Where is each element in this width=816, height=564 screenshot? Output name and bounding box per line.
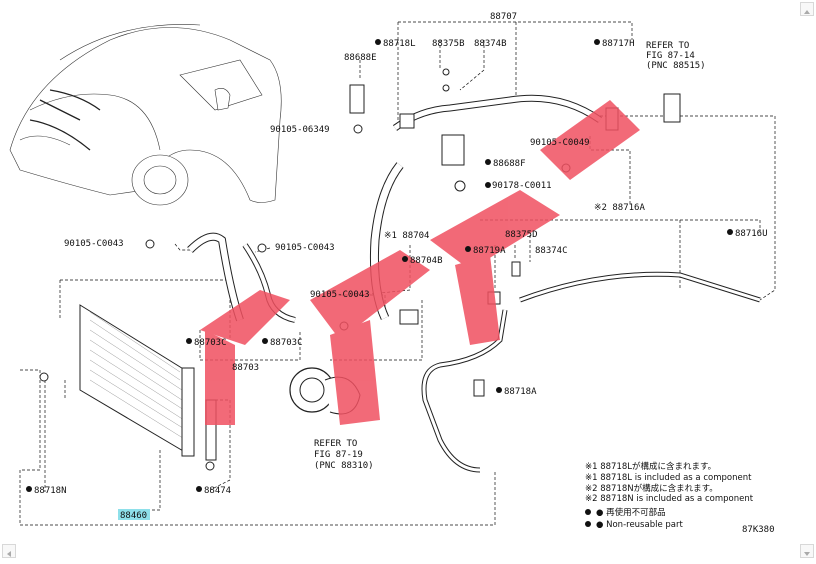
label-88716A: ※2 88716A [594, 203, 645, 213]
label-88375D: 88375D [505, 230, 538, 240]
label-88688F: 88688F [493, 159, 526, 169]
label-88375B: 88375B [432, 39, 465, 49]
bullets [26, 39, 733, 527]
svg-text:REFER TO: REFER TO [646, 41, 689, 51]
label-90105-C0049: 90105-C0049 [530, 138, 590, 148]
label-88460: 88460 [120, 511, 147, 521]
note-2-en: ※2 88718N is included as a component [585, 494, 754, 504]
refer-note-2: REFER TO FIG 87-19 (PNC 88310) [314, 439, 374, 471]
label-88703: 88703 [232, 363, 259, 373]
label-88716U: 88716U [735, 229, 768, 239]
label-90178-C0011: 90178-C0011 [492, 181, 552, 191]
watermark-logo [200, 100, 640, 425]
part-highlight [118, 509, 150, 520]
label-90105-06349: 90105-06349 [270, 125, 330, 135]
svg-text:(PNC 88310): (PNC 88310) [314, 461, 374, 471]
svg-text:FIG 87-19: FIG 87-19 [314, 450, 363, 460]
label-88704: ※1 88704 [384, 231, 429, 241]
label-88703C-right: 88703C [270, 338, 303, 348]
scroll-down-button[interactable] [800, 544, 814, 558]
label-88718N: 88718N [34, 486, 67, 496]
refer-note-1: REFER TO FIG 87-14 (PNC 88515) [646, 41, 706, 71]
car-illustration [9, 24, 282, 206]
label-90105-C0043-lower: 90105-C0043 [310, 290, 370, 300]
caret-left-icon [7, 551, 11, 557]
svg-text:REFER TO: REFER TO [314, 439, 357, 449]
caret-up-icon [804, 10, 810, 14]
caret-down-icon [804, 552, 810, 556]
note-1-en: ※1 88718L is included as a component [585, 473, 752, 483]
label-90105-C0043-left: 90105-C0043 [64, 239, 124, 249]
note-non-reusable-en: ● Non-reusable part [596, 520, 683, 530]
label-88704B: 88704B [410, 256, 443, 266]
label-88374C: 88374C [535, 246, 568, 256]
note-non-reusable-ja: ● 再使用不可部品 [596, 507, 666, 518]
label-88718L: 88718L [383, 39, 416, 49]
label-88688E: 88688E [344, 53, 377, 63]
svg-text:FIG 87-14: FIG 87-14 [646, 51, 695, 61]
note-1-ja: ※1 88718Lが構成に含まれます。 [585, 461, 716, 472]
figure-code: 87K380 [742, 525, 775, 535]
label-88717H: 88717H [602, 39, 635, 49]
label-88474: 88474 [204, 486, 231, 496]
scroll-left-button[interactable] [2, 544, 16, 558]
legend-notes: ※1 88718Lが構成に含まれます。 ※1 88718L is include… [585, 461, 754, 530]
label-88718A: 88718A [504, 387, 537, 397]
svg-text:(PNC 88515): (PNC 88515) [646, 61, 706, 71]
label-88707: 88707 [490, 12, 517, 22]
scroll-up-button[interactable] [800, 2, 814, 16]
label-88374B: 88374B [474, 39, 507, 49]
note-2-ja: ※2 88718Nが構成に含まれます。 [585, 483, 718, 494]
label-90105-C0043-mid: 90105-C0043 [275, 243, 335, 253]
label-88703C-left: 88703C [194, 338, 227, 348]
label-88719A: 88719A [473, 246, 506, 256]
part-labels: 88707 88718L 88375B 88374B 88717H 88688E… [34, 12, 768, 521]
